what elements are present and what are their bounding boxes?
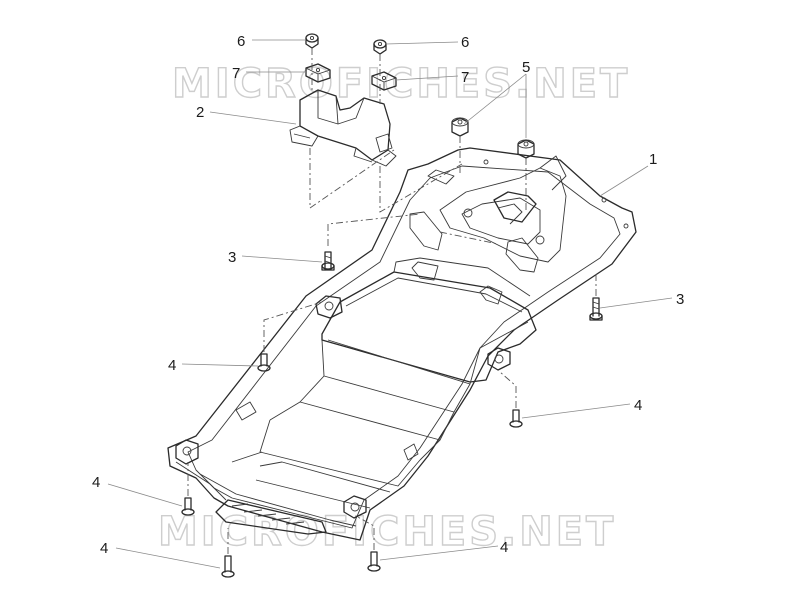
part-7-clip-right	[371, 71, 397, 91]
callout-2: 2	[196, 104, 204, 121]
part-7-clip-left	[305, 63, 331, 83]
part-1-tray	[167, 147, 637, 541]
part-6-nut-right	[373, 39, 387, 55]
callout-6-right: 6	[461, 34, 469, 51]
part-6-nut-left	[305, 33, 319, 49]
part-5-nut-left	[451, 117, 469, 137]
part-4-screw-c	[181, 497, 195, 516]
callout-4-b: 4	[634, 397, 642, 414]
callout-4-e: 4	[500, 539, 508, 556]
callout-5: 5	[522, 59, 530, 76]
callouts: 6 6 7 7 5 2 1 3 3 4 4 4 4 4	[92, 33, 684, 557]
part-4-screw-b	[509, 409, 523, 428]
part-3-screw-right	[589, 297, 603, 321]
callout-6-left: 6	[237, 33, 245, 50]
part-4-screw-a	[257, 353, 271, 372]
callout-4-c: 4	[92, 474, 100, 491]
watermark-bottom: MICROFICHES.NET	[158, 509, 616, 555]
callout-3-right: 3	[676, 291, 684, 308]
part-4-screw-e	[367, 551, 381, 572]
watermark-top: MICROFICHES.NET	[172, 61, 630, 107]
assembly-lines	[187, 48, 597, 554]
callout-3-left: 3	[228, 249, 236, 266]
callout-1: 1	[649, 151, 657, 168]
part-5-nut-right	[517, 139, 535, 159]
leader-lines	[107, 39, 673, 569]
part-2-bracket	[289, 89, 397, 167]
callout-7-right: 7	[461, 69, 469, 86]
callout-4-d: 4	[100, 540, 108, 557]
part-4-screw-d	[221, 555, 235, 578]
part-3-screw-left	[321, 251, 335, 271]
callout-4-a: 4	[168, 357, 176, 374]
callout-7-left: 7	[232, 65, 240, 82]
